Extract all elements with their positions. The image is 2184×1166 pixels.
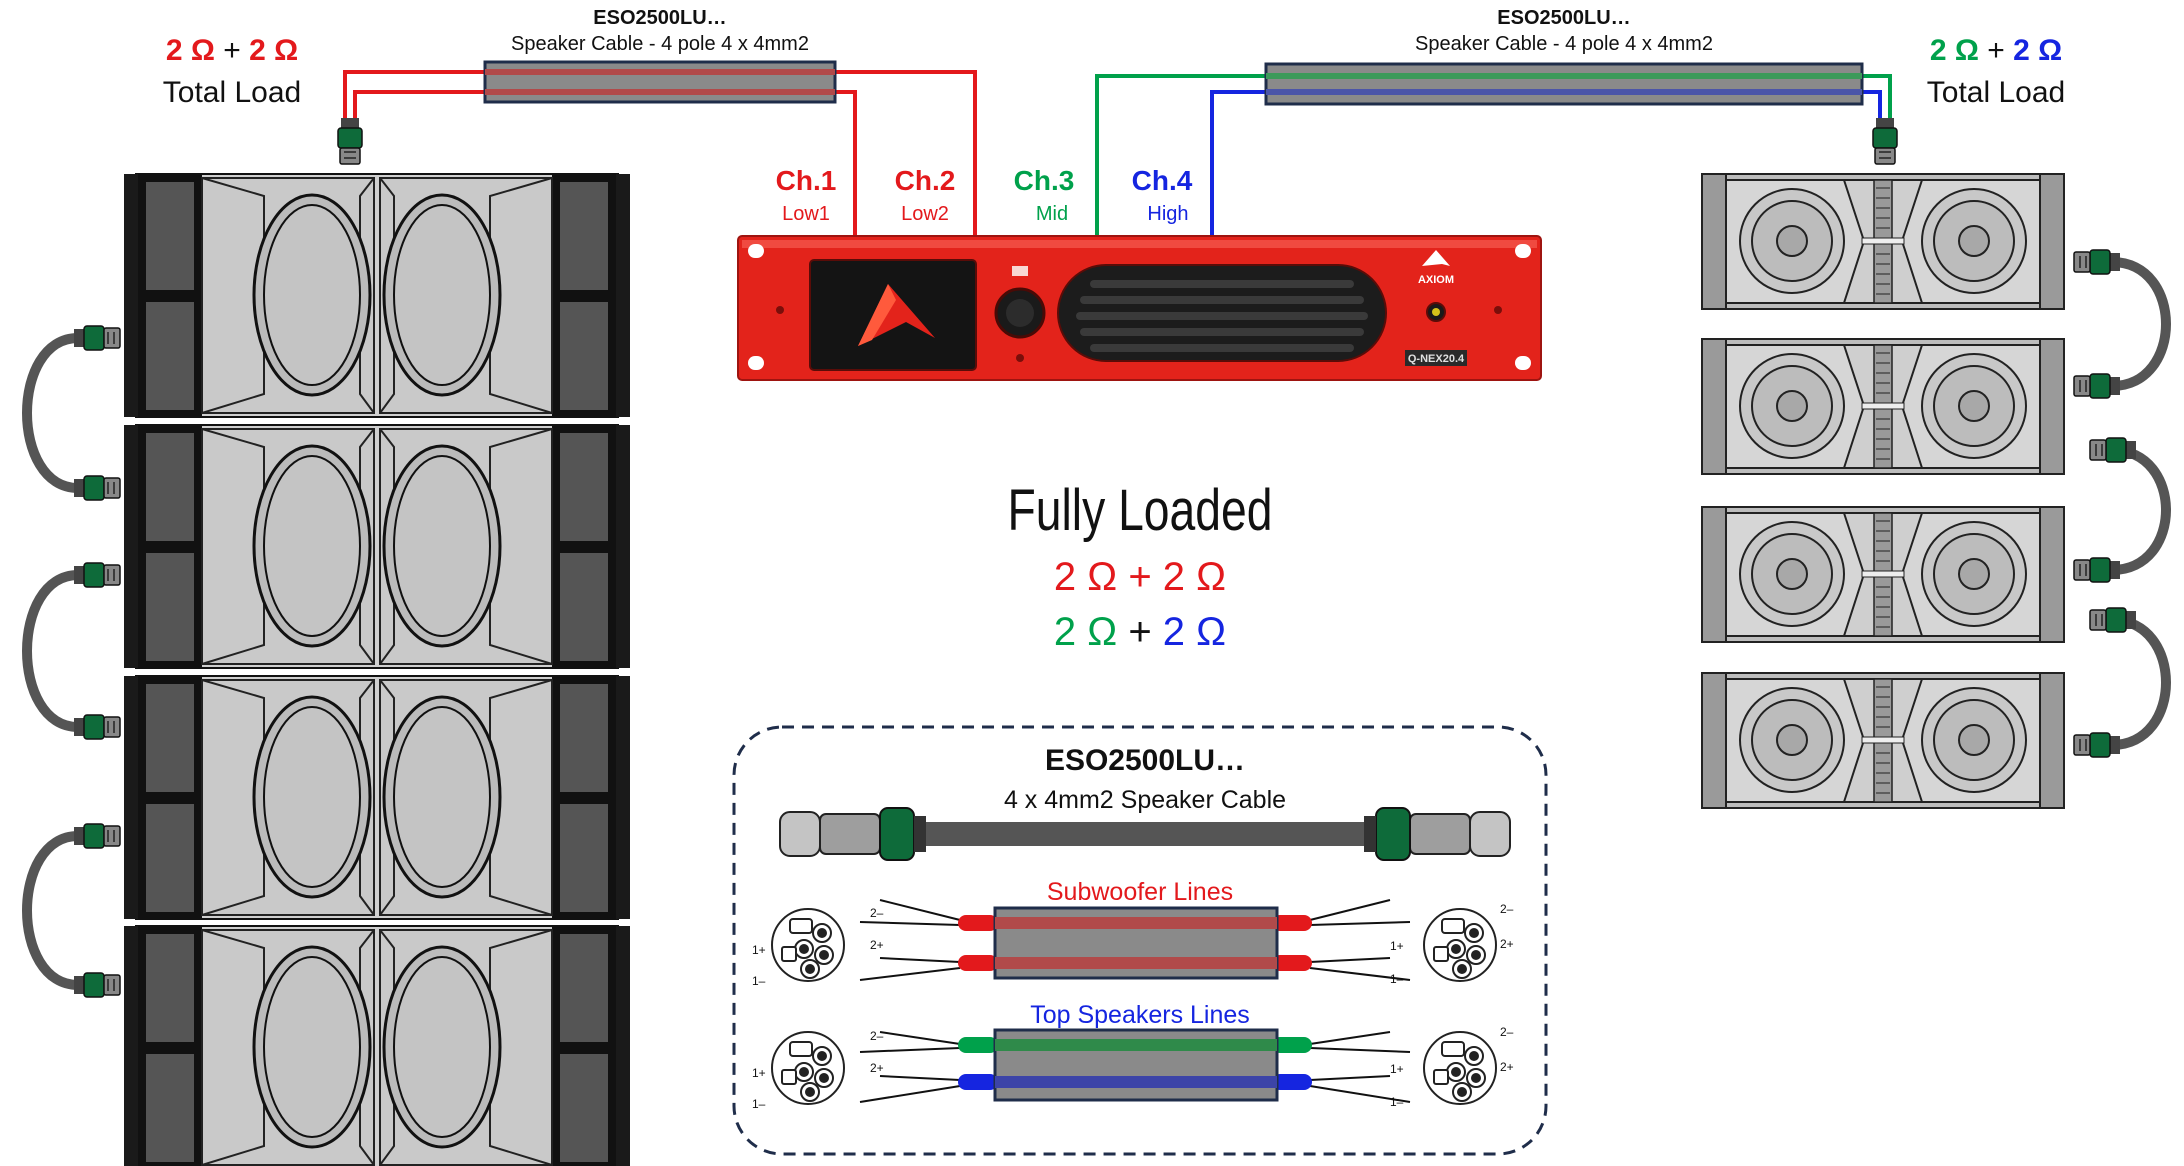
left-load-plus: + bbox=[223, 34, 249, 67]
left-cable-model: ESO2500LU… bbox=[593, 7, 726, 29]
amplifier-brand: AXIOM bbox=[1418, 274, 1454, 286]
right-total-load: Total Load bbox=[1927, 76, 2065, 109]
summary-line2-plus: + bbox=[1128, 610, 1162, 654]
pin-label-2m: 2– bbox=[1500, 1025, 1514, 1039]
summary-line1-a: 2 Ω bbox=[1054, 555, 1117, 599]
pin-diagram-right-top: 2– 2+ 1+ 1– bbox=[1390, 902, 1514, 986]
top-speaker-cabinet bbox=[1701, 173, 2065, 310]
amplifier-model-badge: Q-NEX20.4 bbox=[1405, 350, 1467, 366]
channel-2-name: Ch.2 bbox=[895, 165, 956, 196]
pin-label-2m: 2– bbox=[870, 1029, 884, 1043]
summary-title: Fully Loaded bbox=[1008, 478, 1273, 543]
amplifier-logo: AXIOM bbox=[1418, 250, 1454, 286]
amplifier-model: Q-NEX20.4 bbox=[1408, 353, 1465, 365]
legend-top-lines: Top Speakers Lines bbox=[1030, 1001, 1250, 1029]
pin-label-2p: 2+ bbox=[870, 1061, 884, 1075]
right-cable-wires bbox=[1095, 74, 1892, 235]
pin-diagram-right-bottom: 2– 2+ 1+ 1– bbox=[1390, 1025, 1514, 1109]
pin-label-1p: 1+ bbox=[752, 943, 766, 957]
right-cable-connector bbox=[1872, 117, 1898, 165]
left-load-label: 2 Ω + 2 Ω Total Load bbox=[163, 34, 301, 109]
channel-3-role: Mid bbox=[1036, 203, 1068, 225]
summary-line1-b: 2 Ω bbox=[1163, 555, 1226, 599]
channel-labels: Ch.1 Low1 Ch.2 Low2 Ch.3 Mid Ch.4 High bbox=[776, 165, 1193, 225]
channel-1-name: Ch.1 bbox=[776, 165, 837, 196]
amplifier: AXIOM Q-NEX20.4 bbox=[737, 235, 1542, 381]
top-speaker-cabinet bbox=[1701, 672, 2065, 809]
pin-label-2p: 2+ bbox=[870, 938, 884, 952]
channel-4-role: High bbox=[1147, 203, 1188, 225]
left-load-a: 2 Ω bbox=[166, 34, 215, 67]
pin-label-1p: 1+ bbox=[1390, 1062, 1404, 1076]
legend-cable-illustration bbox=[779, 807, 1511, 861]
top-speaker-cabinet bbox=[1701, 506, 2065, 643]
pin-label-2p: 2+ bbox=[1500, 937, 1514, 951]
svg-text:2 Ω + 2 Ω: 2 Ω + 2 Ω bbox=[166, 34, 298, 67]
subwoofer-cabinet bbox=[122, 423, 632, 670]
top-lines-illustration bbox=[859, 1028, 1411, 1103]
pin-diagram-left-bottom: 2– 2+ 1+ 1– bbox=[752, 1029, 884, 1111]
right-load-a: 2 Ω bbox=[1930, 34, 1979, 67]
left-cable-desc: Speaker Cable - 4 pole 4 x 4mm2 bbox=[511, 33, 809, 55]
amplifier-display bbox=[809, 259, 977, 371]
pin-label-1p: 1+ bbox=[1390, 939, 1404, 953]
right-cable-desc: Speaker Cable - 4 pole 4 x 4mm2 bbox=[1415, 33, 1713, 55]
top-speaker-link-cables bbox=[2073, 249, 2171, 758]
left-cable-sleeve bbox=[483, 60, 837, 104]
subwoofer-cabinet bbox=[122, 924, 632, 1166]
subwoofer-lines-illustration bbox=[859, 899, 1411, 981]
cable-legend: ESO2500LU… 4 x 4mm2 Speaker Cable Subwoo… bbox=[732, 725, 1548, 1156]
channel-3-name: Ch.3 bbox=[1014, 165, 1075, 196]
summary-line2-a: 2 Ω bbox=[1054, 610, 1117, 654]
channel-1-role: Low1 bbox=[782, 203, 830, 225]
right-cable-sleeve bbox=[1264, 62, 1864, 106]
top-speaker-stack bbox=[1701, 173, 2065, 809]
amplifier-vent bbox=[1057, 264, 1387, 362]
amplifier-knob bbox=[994, 266, 1046, 362]
legend-model: ESO2500LU… bbox=[1045, 744, 1245, 777]
pin-diagram-left-top: 2– 2+ 1+ 1– bbox=[752, 906, 884, 988]
channel-4-name: Ch.4 bbox=[1132, 165, 1193, 196]
right-load-label: 2 Ω + 2 Ω Total Load bbox=[1927, 34, 2065, 109]
right-load-b: 2 Ω bbox=[2013, 34, 2062, 67]
pin-label-1m: 1– bbox=[1390, 972, 1404, 986]
legend-desc: 4 x 4mm2 Speaker Cable bbox=[1004, 786, 1286, 814]
svg-text:2 Ω + 2 Ω: 2 Ω + 2 Ω bbox=[1054, 555, 1226, 599]
subwoofer-stack bbox=[122, 172, 632, 1166]
subwoofer-cabinet bbox=[122, 172, 632, 419]
right-load-plus: + bbox=[1987, 34, 2013, 67]
summary: Fully Loaded 2 Ω + 2 Ω 2 Ω + 2 Ω bbox=[1008, 478, 1273, 654]
left-load-b: 2 Ω bbox=[249, 34, 298, 67]
pin-label-1p: 1+ bbox=[752, 1066, 766, 1080]
channel-2-role: Low2 bbox=[901, 203, 949, 225]
summary-line2-b: 2 Ω bbox=[1163, 610, 1226, 654]
top-speaker-cabinet bbox=[1701, 338, 2065, 475]
pin-label-1m: 1– bbox=[752, 974, 766, 988]
svg-text:2 Ω + 2 Ω: 2 Ω + 2 Ω bbox=[1054, 610, 1226, 654]
subwoofer-link-cables bbox=[22, 325, 121, 998]
left-total-load: Total Load bbox=[163, 76, 301, 109]
pin-label-1m: 1– bbox=[752, 1097, 766, 1111]
pin-label-1m: 1– bbox=[1390, 1095, 1404, 1109]
svg-text:2 Ω + 2 Ω: 2 Ω + 2 Ω bbox=[1930, 34, 2062, 67]
summary-line1-plus: + bbox=[1128, 555, 1162, 599]
pin-label-2p: 2+ bbox=[1500, 1060, 1514, 1074]
left-cable-connector bbox=[337, 117, 363, 165]
pin-label-2m: 2– bbox=[870, 906, 884, 920]
right-cable-model: ESO2500LU… bbox=[1497, 7, 1630, 29]
legend-sub-lines: Subwoofer Lines bbox=[1047, 878, 1233, 906]
pin-label-2m: 2– bbox=[1500, 902, 1514, 916]
left-cable-wires bbox=[343, 70, 977, 235]
subwoofer-cabinet bbox=[122, 674, 632, 921]
